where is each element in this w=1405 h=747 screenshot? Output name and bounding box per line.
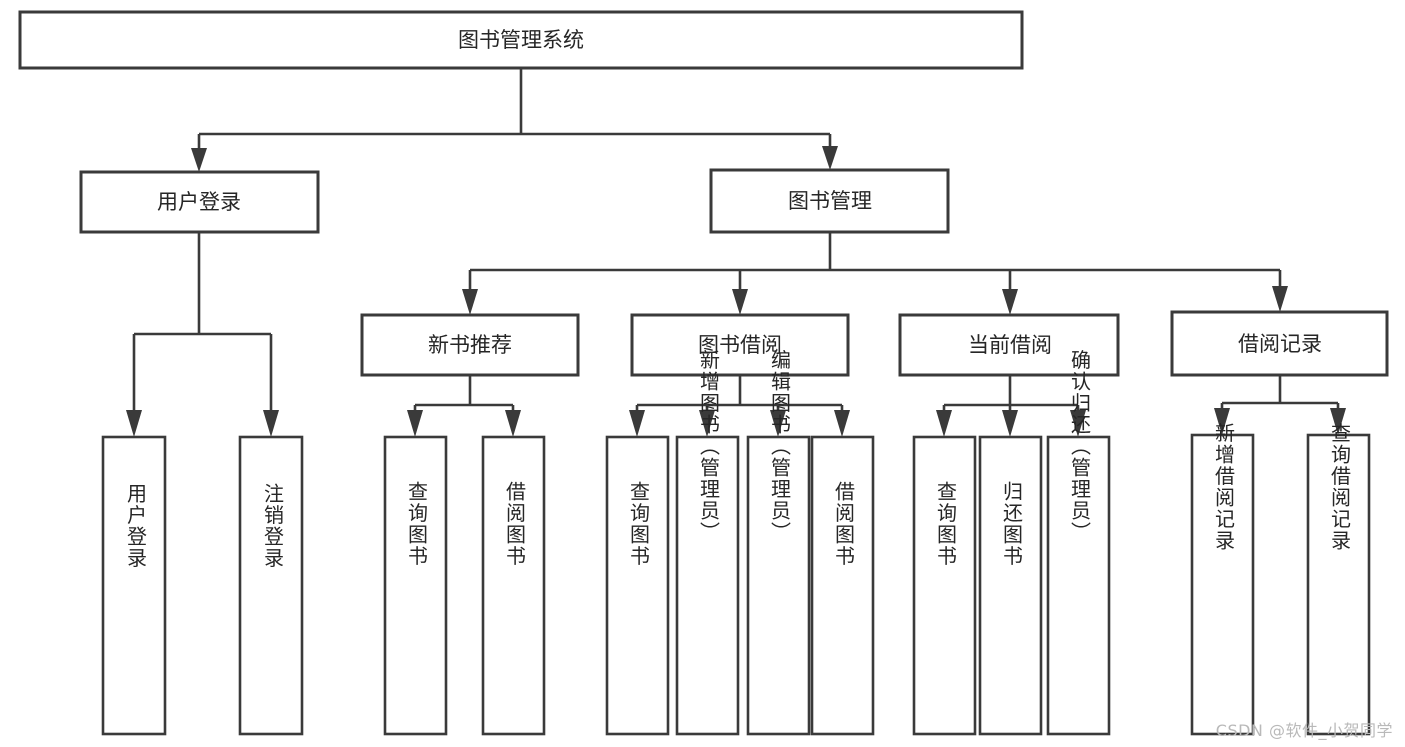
node-leaf-user-logout-box[interactable] [238,435,304,736]
arrow-to-current-borrow [1002,289,1018,315]
node-borrow-record-box[interactable] [1170,310,1389,377]
node-leaf-query-book-2-label: 查询图书 [627,481,651,567]
arrow-to-leaf-add-book [699,410,715,437]
node-book-borrow-label: 图书借阅 [698,333,782,357]
arrow-to-leaf-return-book [1002,410,1018,437]
node-leaf-add-book[interactable]: 新增图书（管理员） [675,349,740,736]
node-leaf-confirm-return[interactable]: 确认归还（管理员） [1046,349,1111,736]
node-leaf-return-book-label: 归还图书 [1000,481,1024,567]
arrow-to-leaf-query-book-3 [936,410,952,437]
node-book-borrow[interactable]: 图书借阅 [630,313,850,377]
node-new-book-recommend[interactable]: 新书推荐 [360,313,580,377]
node-leaf-return-book-box[interactable] [978,435,1043,736]
node-leaf-confirm-return-label: 确认归还（管理员） [1068,349,1092,543]
node-leaf-query-book-1[interactable]: 查询图书 [383,435,448,736]
node-leaf-user-logout-label: 注销登录 [261,483,285,569]
arrow-to-leaf-user-logout [263,410,279,437]
arrow-to-leaf-confirm-return [1070,410,1086,437]
node-leaf-query-book-1-box[interactable] [383,435,448,736]
node-leaf-user-login[interactable]: 用户登录 [101,435,167,736]
node-leaf-borrow-book-1-label: 借阅图书 [503,481,527,567]
node-leaf-add-book-box[interactable] [675,435,740,736]
node-leaf-user-logout[interactable]: 注销登录 [238,435,304,736]
node-user-login-box[interactable] [79,170,320,234]
node-leaf-borrow-book-1-box[interactable] [481,435,546,736]
node-leaf-user-login-box[interactable] [101,435,167,736]
arrow-to-borrow-record [1272,286,1288,312]
node-leaf-add-record[interactable]: 新增借阅记录 [1190,422,1255,736]
node-book-manage-label: 图书管理 [788,189,872,213]
node-leaf-return-book[interactable]: 归还图书 [978,435,1043,736]
node-leaf-query-record[interactable]: 查询借阅记录 [1306,422,1371,736]
node-leaf-query-book-2[interactable]: 查询图书 [605,435,670,736]
node-book-manage-box[interactable] [709,168,950,234]
arrow-to-leaf-add-record [1214,408,1230,435]
node-leaf-edit-book-label: 编辑图书（管理员） [768,349,792,543]
node-current-borrow-box[interactable] [898,313,1120,377]
node-root[interactable]: 图书管理系统 [18,10,1024,70]
node-leaf-query-book-1-label: 查询图书 [405,481,429,567]
node-borrow-record[interactable]: 借阅记录 [1170,310,1389,377]
node-current-borrow[interactable]: 当前借阅 [898,313,1120,377]
connector-layer [126,68,1346,437]
node-leaf-add-book-label: 新增图书（管理员） [697,349,721,543]
node-leaf-add-record-box[interactable] [1190,433,1255,736]
arrow-to-user-login [191,148,207,172]
node-leaf-add-record-label: 新增借阅记录 [1212,422,1236,551]
arrow-to-leaf-borrow-book-2 [834,410,850,437]
node-leaf-query-book-3-label: 查询图书 [934,481,958,567]
node-user-login[interactable]: 用户登录 [79,170,320,234]
arrow-to-leaf-edit-book [770,410,786,437]
node-leaf-borrow-book-1[interactable]: 借阅图书 [481,435,546,736]
arrow-to-leaf-user-login [126,410,142,437]
arrow-to-leaf-query-record [1330,408,1346,435]
arrow-to-book-borrow [732,289,748,315]
node-root-label: 图书管理系统 [458,28,584,52]
node-borrow-record-label: 借阅记录 [1238,332,1322,356]
arrow-to-leaf-query-book-1 [407,410,423,437]
node-leaf-borrow-book-2-box[interactable] [810,435,875,736]
arrow-to-leaf-query-book-2 [629,410,645,437]
node-user-login-label: 用户登录 [157,190,241,214]
node-current-borrow-label: 当前借阅 [968,333,1052,357]
node-leaf-query-record-label: 查询借阅记录 [1328,422,1352,551]
node-root-box[interactable] [18,10,1024,70]
node-leaf-borrow-book-2[interactable]: 借阅图书 [810,435,875,736]
node-leaf-user-login-label: 用户登录 [124,483,148,569]
arrow-to-leaf-borrow-book-1 [505,410,521,437]
node-leaf-confirm-return-box[interactable] [1046,435,1111,736]
node-book-borrow-box[interactable] [630,313,850,377]
node-book-manage[interactable]: 图书管理 [709,168,950,234]
node-leaf-edit-book-box[interactable] [746,435,811,736]
node-leaf-borrow-book-2-label: 借阅图书 [832,481,856,567]
node-leaf-edit-book[interactable]: 编辑图书（管理员） [746,349,811,736]
node-leaf-query-record-box[interactable] [1306,433,1371,736]
arrow-to-book-manage [822,146,838,170]
node-new-book-recommend-label: 新书推荐 [428,333,512,357]
node-new-book-recommend-box[interactable] [360,313,580,377]
node-leaf-query-book-3-box[interactable] [912,435,977,736]
node-leaf-query-book-3[interactable]: 查询图书 [912,435,977,736]
arrow-to-new-book-recommend [462,289,478,315]
node-leaf-query-book-2-box[interactable] [605,435,670,736]
